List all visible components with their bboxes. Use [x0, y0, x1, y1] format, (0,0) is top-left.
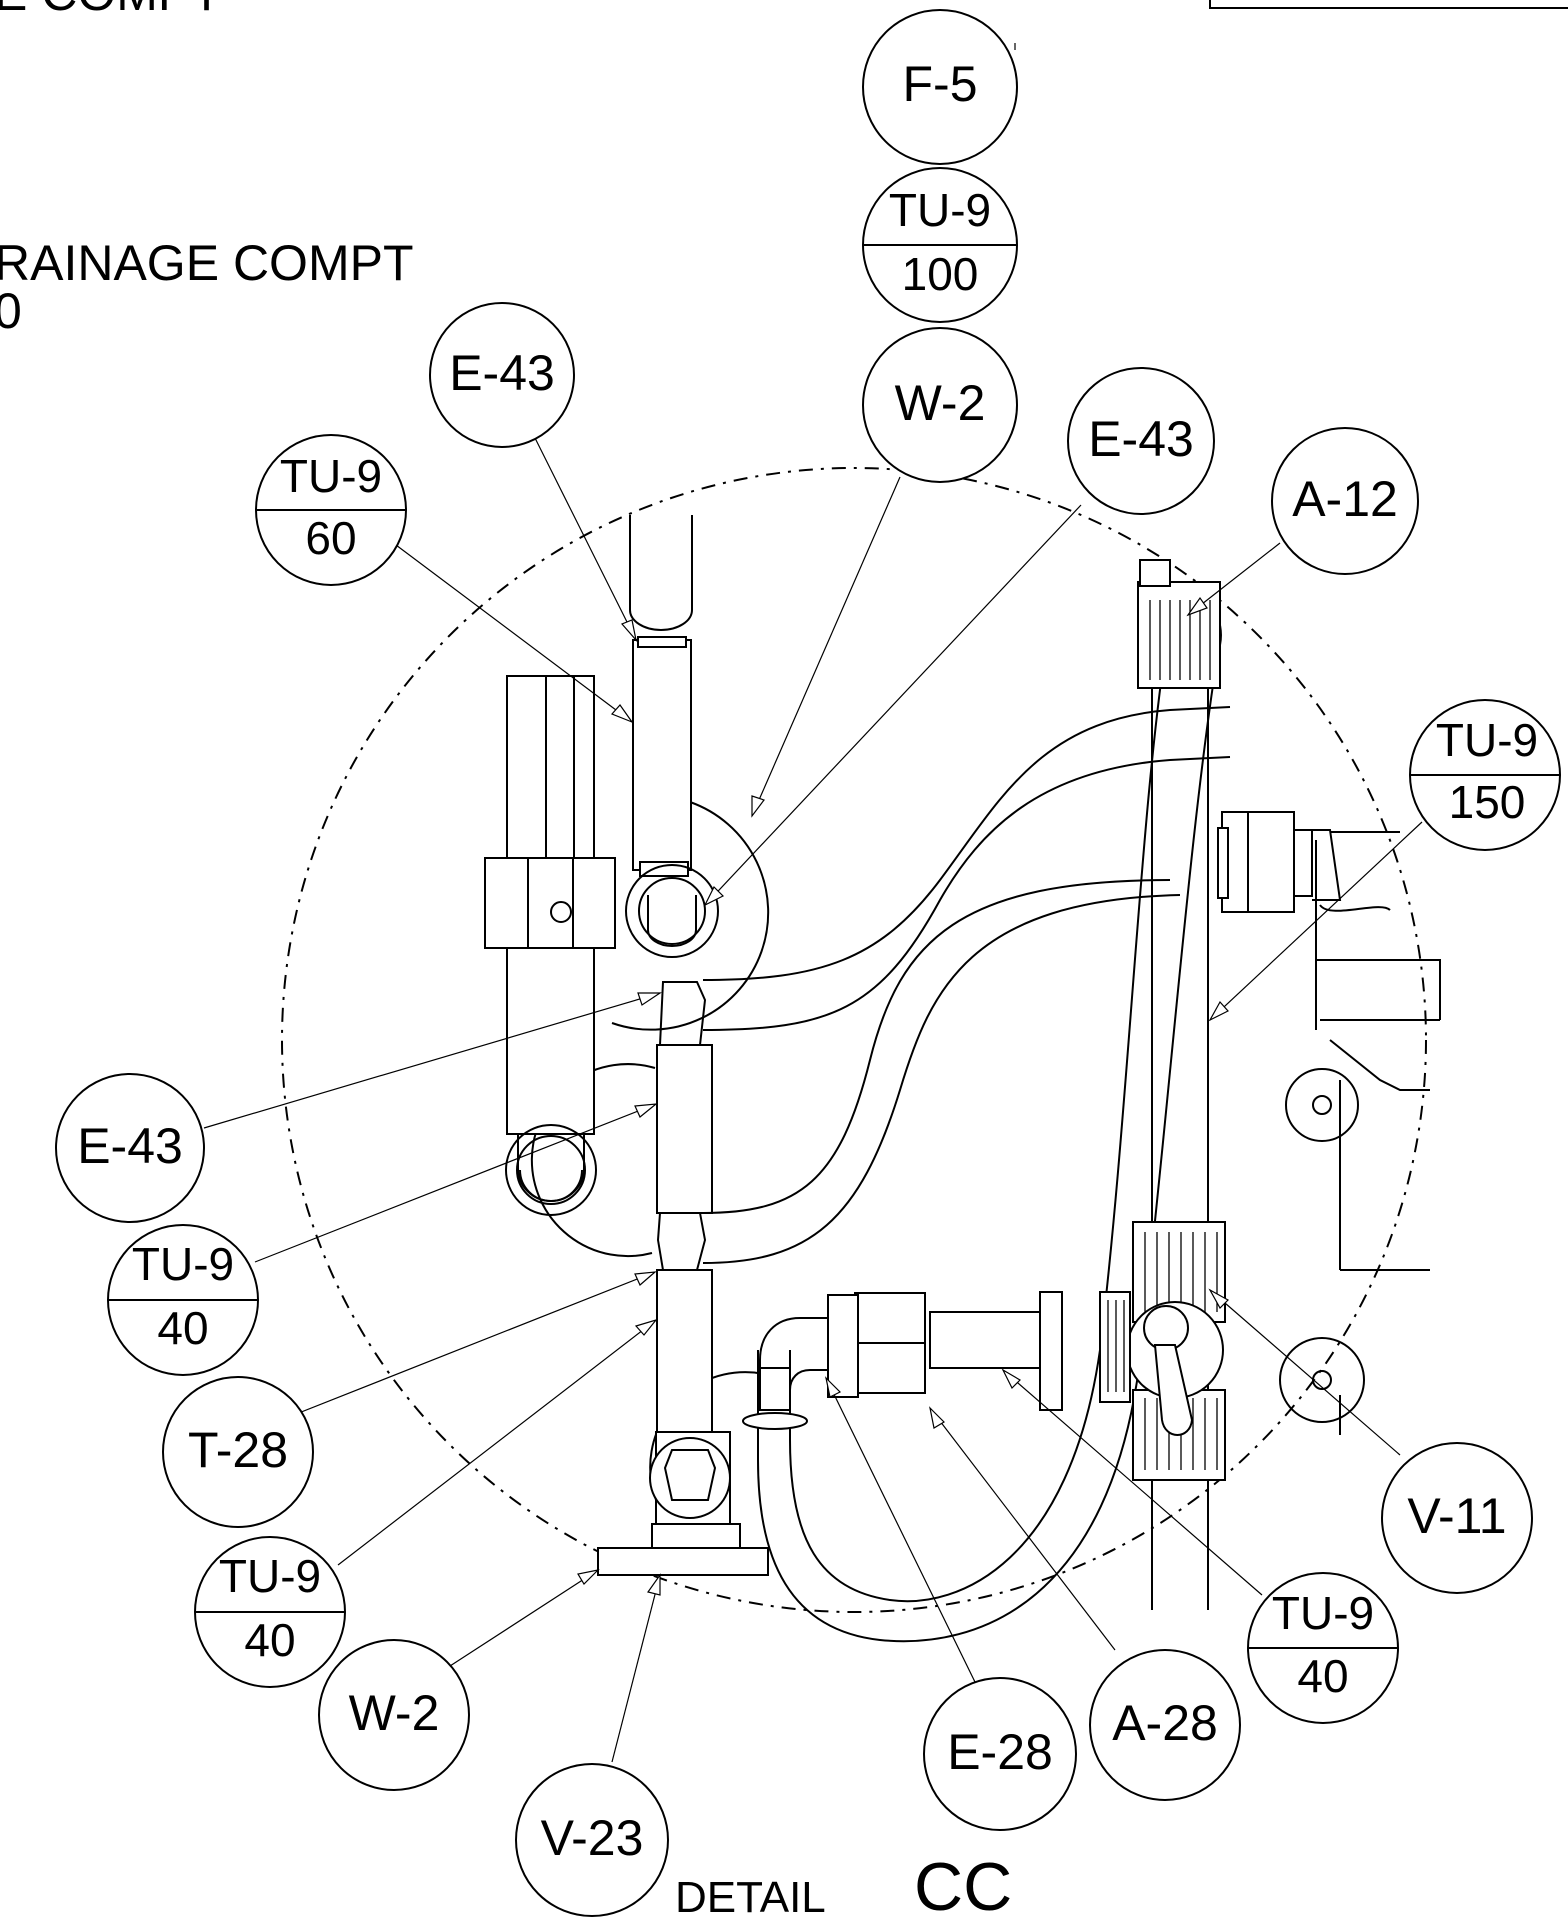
- balloon-tu9-40-lower-top: TU-9: [219, 1550, 321, 1602]
- balloon-tu9-150: TU-9 150: [1409, 699, 1561, 851]
- balloon-tu9-40-right-bottom: 40: [1297, 1650, 1348, 1702]
- detail-title-label: CC: [914, 1849, 1012, 1922]
- detail-boundary-circle: [281, 467, 1427, 1613]
- balloon-a28-label: A-28: [1112, 1695, 1218, 1751]
- balloon-f5: F-5: [862, 9, 1018, 165]
- balloon-e28-label: E-28: [947, 1724, 1053, 1780]
- balloon-e43-right: E-43: [1067, 367, 1215, 515]
- balloon-t28-label: T-28: [188, 1422, 288, 1478]
- balloon-w2-bottom-label: W-2: [349, 1685, 440, 1741]
- detail-title-prefix: DETAIL: [675, 1873, 826, 1922]
- balloon-f5-label: F-5: [903, 56, 978, 112]
- partial-title-top: E COMPT: [0, 0, 222, 21]
- balloon-e43-top-label: E-43: [449, 345, 555, 401]
- balloon-w2-top-label: W-2: [895, 375, 986, 431]
- balloon-tu9-60-top: TU-9: [280, 450, 382, 502]
- balloon-e43-top: E-43: [429, 302, 575, 448]
- balloon-tu9-100-top: TU-9: [889, 184, 991, 236]
- balloon-tu9-150-bottom: 150: [1449, 776, 1526, 828]
- balloon-v23: V-23: [515, 1763, 669, 1917]
- plumbing-assembly: [484, 515, 1441, 1643]
- balloon-v11: V-11: [1381, 1442, 1533, 1594]
- balloon-tu9-40-lower-bottom: 40: [244, 1614, 295, 1666]
- balloon-tu9-40-lower: TU-9 40: [194, 1536, 346, 1688]
- balloon-tu9-40-right-top: TU-9: [1272, 1587, 1374, 1639]
- balloon-a28: A-28: [1089, 1649, 1241, 1801]
- balloon-tu9-40-left-bottom: 40: [157, 1302, 208, 1354]
- balloon-tu9-100-bottom: 100: [902, 248, 979, 300]
- balloon-tu9-100: TU-9 100: [862, 167, 1018, 323]
- detail-title: DETAIL CC: [675, 1849, 1012, 1922]
- balloon-tu9-60: TU-9 60: [255, 434, 407, 586]
- balloon-tu9-60-bottom: 60: [305, 512, 356, 564]
- balloon-tu9-40-left: TU-9 40: [107, 1224, 259, 1376]
- partial-title-line2: 0: [0, 283, 22, 339]
- leader-lines: [203, 43, 1423, 1763]
- balloon-e43-left: E-43: [55, 1073, 205, 1223]
- balloon-e28: E-28: [923, 1677, 1077, 1831]
- balloon-w2-top: W-2: [862, 327, 1018, 483]
- balloon-w2-bottom: W-2: [318, 1639, 470, 1791]
- balloon-v11-label: V-11: [1407, 1488, 1506, 1544]
- balloon-t28: T-28: [162, 1376, 314, 1528]
- balloon-tu9-40-right: TU-9 40: [1247, 1572, 1399, 1724]
- balloon-v23-label: V-23: [541, 1810, 644, 1866]
- balloon-a12-label: A-12: [1292, 471, 1398, 527]
- balloon-e43-left-label: E-43: [77, 1118, 183, 1174]
- title-block-corner: [1209, 0, 1568, 9]
- balloon-a12: A-12: [1271, 427, 1419, 575]
- balloon-tu9-150-top: TU-9: [1436, 714, 1538, 766]
- balloon-e43-right-label: E-43: [1088, 411, 1194, 467]
- balloon-tu9-40-left-top: TU-9: [132, 1238, 234, 1290]
- partial-title-line1: RAINAGE COMPT: [0, 235, 413, 291]
